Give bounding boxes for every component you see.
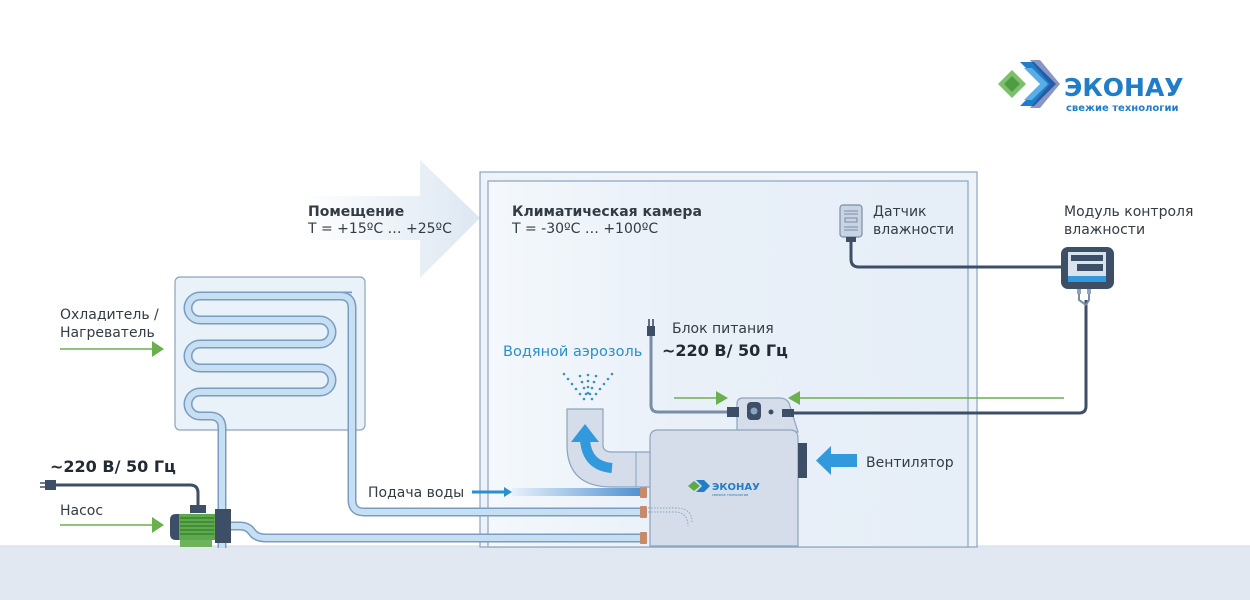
floor [0,546,1250,600]
cooler-label-2: Нагреватель [60,325,155,341]
fan-arrow [816,446,857,475]
room-arrow [300,160,480,278]
power-socket-icon [747,402,774,420]
pump-voltage-label: ~220 В/ 50 Гц [50,457,176,476]
device-logo: ЭКОНАУ свежие технологии [688,480,760,497]
pump-arrow [60,517,164,533]
logo-mark-icon [998,60,1060,108]
pump-pipe [230,521,645,543]
device-tagline: свежие технологии [712,493,748,497]
humidity-sensor-icon [839,204,1066,269]
chamber-temp: T = -30ºC … +100ºC [511,221,658,237]
room-temp: T = +15ºC … +25ºC [307,221,452,237]
pump-icon [170,505,231,547]
brand-tagline: свежие технологии [1066,103,1179,114]
control-cable [782,300,1088,417]
humidity-sensor-label-1: Датчик [873,204,927,220]
humidity-control-module-icon [1061,247,1114,306]
brand-name: ЭКОНАУ [1064,73,1184,102]
aerosol-duct [566,408,653,488]
control-module-label-2: влажности [1064,222,1145,238]
cooler-arrow [60,341,164,357]
cooler-label-1: Охладитель / [60,307,159,323]
water-aerosol-label: Водяной аэрозоль [503,344,642,360]
control-module-label-1: Модуль контроля [1064,204,1193,220]
pipe-connectors [640,486,647,544]
room-title: Помещение [308,204,404,220]
water-supply-label: Подача воды [368,485,464,501]
fan-label: Вентилятор [866,455,954,471]
power-unit-title: Блок питания [672,321,774,337]
pump-power-cable [40,480,200,506]
aerosol-spray-icon [562,372,614,401]
cooler-heater-panel [174,276,645,548]
water-supply-flow [472,487,646,497]
power-unit-voltage: ~220 В/ 50 Гц [662,341,788,360]
chamber-title: Климатическая камера [512,204,702,220]
pump-label: Насос [60,503,103,519]
brand-logo: ЭКОНАУ свежие технологии [998,60,1184,114]
device-brand: ЭКОНАУ [712,482,760,493]
fan-grille [798,443,807,478]
power-supply-cable [647,319,739,417]
airflow-up-arrow [580,439,613,473]
green-arrows-power [674,391,1064,405]
humidity-sensor-label-2: влажности [873,222,954,238]
humidifier-device: ЭКОНАУ свежие технологии [648,397,807,547]
